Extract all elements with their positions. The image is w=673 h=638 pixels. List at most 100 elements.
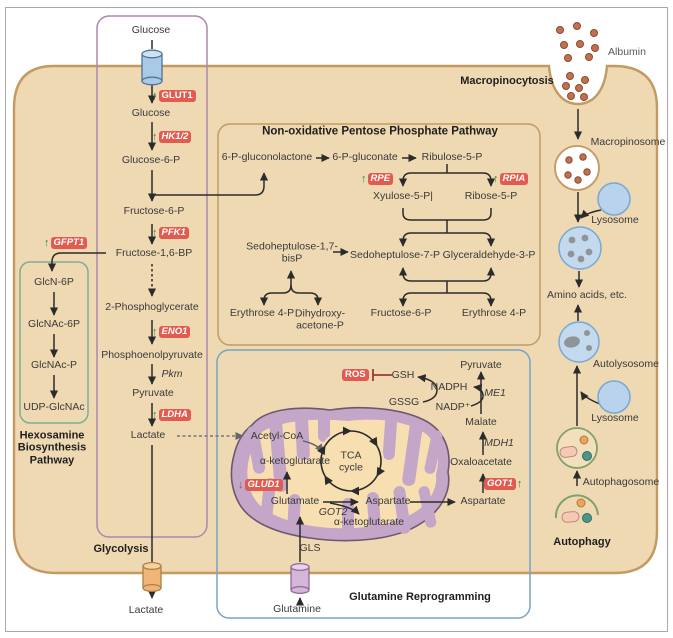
glud1-enzyme: ↓ GLUD1 <box>238 478 283 492</box>
metabolite-glutamine: Glutamine <box>273 603 321 616</box>
metabolite-ribulose-5-p: Ribulose-5-P <box>421 151 483 164</box>
metabolite-udp-glcnac: UDP-GlcNAc <box>23 401 85 414</box>
metabolite-glutamate: Glutamate <box>270 495 320 508</box>
gfpt1-badge: GFPT1 <box>50 236 88 250</box>
ldha-badge: LDHA <box>158 408 191 422</box>
cell-membrane <box>12 64 659 575</box>
metabolite-glucose-6-p: Glucose-6-P <box>121 154 181 167</box>
upregulated-arrow-icon: ↑ <box>516 477 523 490</box>
metabolite-glcnac-6p: GlcNAc-6P <box>28 318 80 331</box>
upregulated-arrow-icon: ↑ <box>152 325 158 338</box>
macropinocytosis-title: Macropinocytosis <box>460 74 554 87</box>
pfk1-enzyme: ↑ PFK1 <box>152 226 189 240</box>
ppp-arrows <box>259 153 496 307</box>
metabolite-glucose-extracellular: Glucose <box>131 24 171 37</box>
rpia-badge: RPIA <box>499 172 529 186</box>
gene-gls: GLS <box>299 542 321 555</box>
hexosamine-title: Hexosamine Biosynthesis Pathway <box>17 429 87 467</box>
lysosome-lower-label: Lysosome <box>591 412 639 425</box>
eno1-badge: ENO1 <box>158 325 191 339</box>
metabolite-fructose-16-bp: Fructose-1,6-BP <box>115 247 193 260</box>
upregulated-arrow-icon: ↑ <box>44 236 50 249</box>
lysosome-upper-label: Lysosome <box>591 214 639 227</box>
hk12-enzyme: ↑ HK1/2 <box>152 130 192 144</box>
metabolite-6p-gluconate: 6-P-gluconate <box>332 151 398 164</box>
phagophore <box>554 494 599 523</box>
metabolite-aspartate-mito: Aspartate <box>365 495 411 508</box>
metabolite-erythrose-4-p-right: Erythrose 4-P <box>461 307 527 320</box>
ldha-enzyme: ↑ LDHA <box>152 408 191 422</box>
lysosome-lower <box>597 380 631 414</box>
metabolite-lactate: Lactate <box>130 429 166 442</box>
rpia-enzyme: ↑ RPIA <box>493 172 529 186</box>
upregulated-arrow-icon: ↑ <box>152 408 158 421</box>
glycolysis-title: Glycolysis <box>93 542 149 555</box>
upregulated-arrow-icon: ↑ <box>152 130 158 143</box>
autophagosome-label: Autophagosome <box>582 476 660 489</box>
metabolite-nadph: NADPH <box>430 381 468 394</box>
hexosamine-box <box>19 261 89 424</box>
metabolite-dihydroxyacetone-p: Dihydroxy-acetone-P <box>294 307 346 331</box>
metabolite-ribose-5-p: Ribose-5-P <box>464 190 518 203</box>
ros-badge: ROS <box>342 368 369 382</box>
rpe-enzyme: ↑ RPE <box>361 172 394 186</box>
metabolite-gssg: GSSG <box>388 396 420 409</box>
ppp-box <box>217 123 541 346</box>
metabolite-alpha-ketoglutarate-2: α-ketoglutarate <box>333 516 405 529</box>
metabolite-sedoheptulose-7-p: Sedoheptulose-7-P <box>350 249 440 262</box>
got1-enzyme: GOT1 ↑ <box>484 477 522 491</box>
metabolite-erythrose-4-p-left: Erythrose 4-P <box>229 307 295 320</box>
pfk1-badge: PFK1 <box>158 226 189 240</box>
rpe-badge: RPE <box>367 172 394 186</box>
albumin-particles <box>556 22 599 101</box>
tca-cycle-circle <box>317 426 385 496</box>
glut1-enzyme: ↑ GLUT1 <box>152 89 196 103</box>
gene-me1: ME1 <box>484 387 506 400</box>
metabolite-6p-gluconolactone: 6-P-gluconolactone <box>221 151 313 164</box>
metabolite-fructose-6-p-ppp: Fructose-6-P <box>370 307 432 320</box>
metabolite-pyruvate: Pyruvate <box>132 387 174 400</box>
metabolite-malate: Malate <box>465 416 497 429</box>
ros-inhibition-line <box>372 369 392 381</box>
autolysosome-label: Autolysosome <box>593 358 659 371</box>
metabolite-pep: Phosphoenolpyruvate <box>101 349 203 362</box>
upregulated-arrow-icon: ↑ <box>361 172 367 185</box>
tca-cycle-label: TCA cycle <box>339 449 363 473</box>
glutamine-box <box>216 349 531 619</box>
metabolite-glucose: Glucose <box>131 107 171 120</box>
glucose-transporter <box>141 49 163 86</box>
autophagosome-vesicle <box>556 427 598 469</box>
metabolite-sedoheptulose-17-bisp: Sedoheptulose-1,7-bisP <box>246 240 338 264</box>
glutamine-arrows <box>177 371 488 606</box>
macropinosome-label: Macropinosome <box>590 136 666 149</box>
lactate-transporter <box>142 561 162 593</box>
upregulated-arrow-icon: ↑ <box>152 89 158 102</box>
metabolite-pyruvate-cytosol: Pyruvate <box>460 359 502 372</box>
eno1-enzyme: ↑ ENO1 <box>152 325 191 339</box>
hk12-badge: HK1/2 <box>158 130 192 144</box>
vesicle-arrows <box>572 109 602 486</box>
metabolite-oxaloacetate: Oxaloacetate <box>450 456 512 469</box>
metabolite-acetyl-coa: Acetyl-CoA <box>250 430 304 443</box>
albumin-label: Albumin <box>608 46 646 59</box>
metabolite-glcn-6p: GlcN-6P <box>34 276 74 289</box>
metabolite-2-phosphoglycerate: 2-Phosphoglycerate <box>105 301 199 314</box>
macropinosome-vesicle <box>554 145 600 191</box>
amino-acids-label: Amino acids, etc. <box>547 289 627 302</box>
gene-got2: GOT2 <box>318 506 348 519</box>
upregulated-arrow-icon: ↑ <box>493 172 499 185</box>
autophagy-title: Autophagy <box>553 535 611 548</box>
metabolite-glcnac-p: GlcNAc-P <box>30 359 78 372</box>
glut1-badge: GLUT1 <box>158 89 196 103</box>
metabolite-xylulose-5-p: Xyulose-5-P| <box>373 190 433 203</box>
glud1-badge: GLUD1 <box>244 478 283 492</box>
downregulated-arrow-icon: ↓ <box>238 478 244 491</box>
metabolite-lactate-extracellular: Lactate <box>128 604 164 617</box>
ppp-title: Non-oxidative Pentose Phosphate Pathway <box>262 125 498 138</box>
gfpt1-enzyme: ↑ GFPT1 <box>44 236 88 250</box>
metabolite-nadp: NADP⁺ <box>435 401 471 414</box>
glutamine-transporter <box>290 562 310 595</box>
metabolite-aspartate-cytosol: Aspartate <box>460 495 506 508</box>
metabolite-fructose-6-p: Fructose-6-P <box>123 205 185 218</box>
